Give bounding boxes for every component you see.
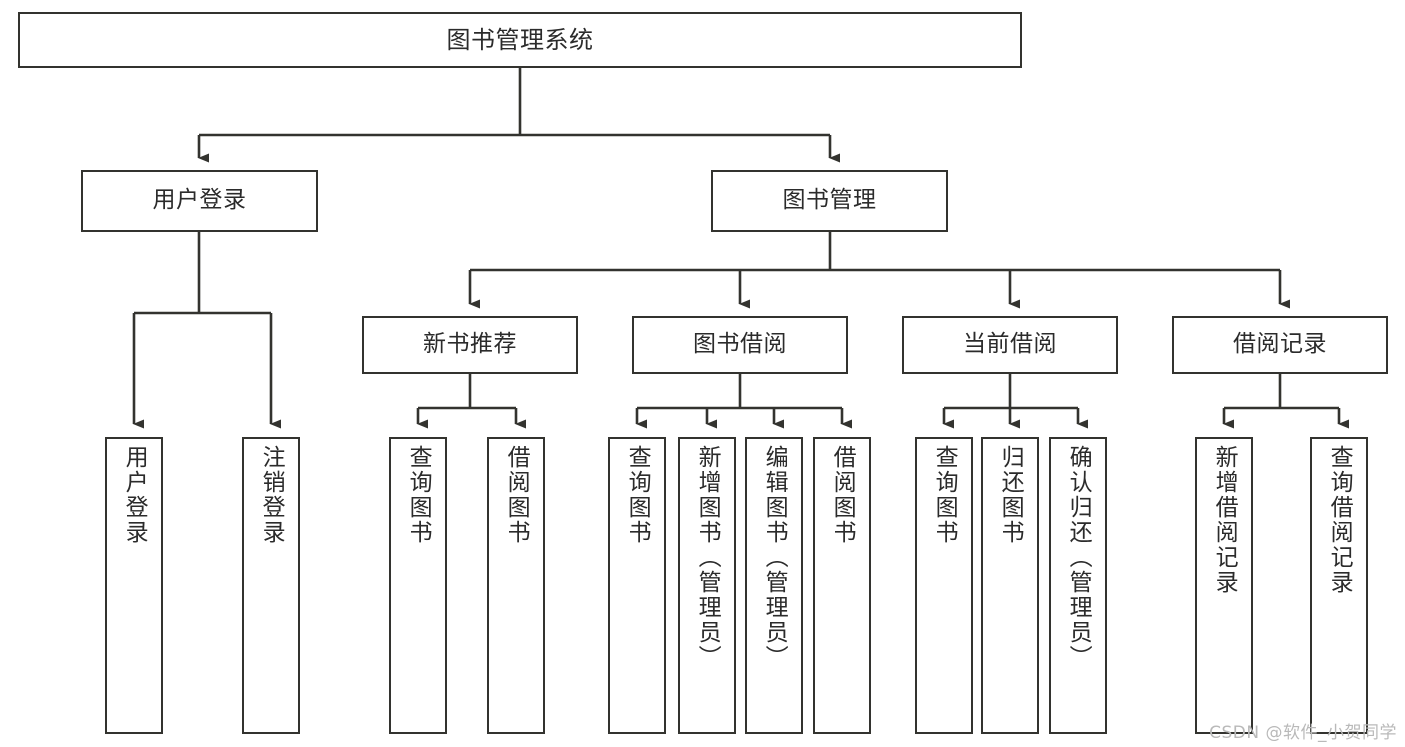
leaf-add-borrow-record[interactable]: 新增借阅记录 [1195,437,1253,734]
node-level3-book-borrow[interactable]: 图书借阅 [632,316,848,374]
leaf-query-book-current[interactable]: 查询图书 [915,437,973,734]
leaf-label: 查询图书 [405,445,432,545]
leaf-label: 查询图书 [624,445,651,545]
csdn-watermark: CSDN @软件_小贺同学 [1209,723,1397,743]
leaf-label: 注销登录 [258,445,285,545]
leaf-label: 新增图书（管理员） [694,445,721,670]
leaf-label: 借阅图书 [503,445,530,545]
node-label: 图书借阅 [693,331,787,358]
node-label: 借阅记录 [1233,331,1327,358]
node-level3-borrow-record[interactable]: 借阅记录 [1172,316,1388,374]
leaf-query-book-recommend[interactable]: 查询图书 [389,437,447,734]
node-level3-new-book-recommend[interactable]: 新书推荐 [362,316,578,374]
leaf-query-book-borrow[interactable]: 查询图书 [608,437,666,734]
leaf-label: 用户登录 [121,445,148,545]
node-label: 图书管理 [782,187,877,214]
leaf-label: 借阅图书 [829,445,856,545]
node-level2-user-login[interactable]: 用户登录 [81,170,318,232]
leaf-label: 查询图书 [931,445,958,545]
node-label: 用户登录 [152,187,247,214]
leaf-user-login[interactable]: 用户登录 [105,437,163,734]
leaf-label: 编辑图书（管理员） [761,445,788,670]
leaf-label: 确认归还（管理员） [1065,445,1092,670]
node-label: 当前借阅 [963,331,1057,358]
leaf-edit-book-admin[interactable]: 编辑图书（管理员） [745,437,803,734]
leaf-query-borrow-record[interactable]: 查询借阅记录 [1310,437,1368,734]
leaf-return-book[interactable]: 归还图书 [981,437,1039,734]
node-root-label: 图书管理系统 [446,25,594,54]
leaf-label: 查询借阅记录 [1326,445,1353,595]
leaf-label: 归还图书 [997,445,1024,545]
leaf-label: 新增借阅记录 [1211,445,1238,595]
leaf-add-book-admin[interactable]: 新增图书（管理员） [678,437,736,734]
leaf-logout[interactable]: 注销登录 [242,437,300,734]
node-label: 新书推荐 [423,331,517,358]
node-level3-current-borrow[interactable]: 当前借阅 [902,316,1118,374]
leaf-confirm-return-admin[interactable]: 确认归还（管理员） [1049,437,1107,734]
node-root[interactable]: 图书管理系统 [18,12,1022,68]
node-level2-book-management[interactable]: 图书管理 [711,170,948,232]
leaf-borrow-book[interactable]: 借阅图书 [813,437,871,734]
leaf-borrow-book-recommend[interactable]: 借阅图书 [487,437,545,734]
